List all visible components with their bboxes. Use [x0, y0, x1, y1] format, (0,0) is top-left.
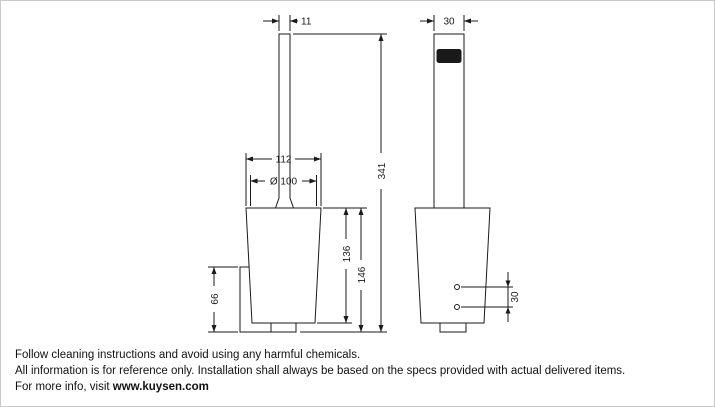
dim-cup-outer-height: 146: [357, 266, 368, 283]
footer-line-1: Follow cleaning instructions and avoid u…: [15, 349, 361, 361]
dim-cup-inner-height: 136: [342, 245, 353, 262]
footer-line-2: All information is for reference only. I…: [15, 365, 626, 377]
dim-bar-depth-group: 30: [420, 15, 478, 31]
dim-hole-spacing: 30: [510, 291, 521, 303]
dim-cup-width: 112: [276, 155, 292, 166]
dim-cup-outer-height-group: 146: [323, 207, 368, 332]
footer-notes: Follow cleaning instructions and avoid u…: [15, 347, 625, 395]
dim-overall-height-group: 341: [293, 33, 388, 333]
side-view: 30 30: [414, 15, 521, 333]
front-view: 11 112 Ø 100: [208, 15, 388, 333]
dim-handle-width-group: 11: [263, 15, 312, 31]
brush-handle: [274, 33, 295, 209]
dim-handle-width: 11: [301, 17, 312, 28]
dim-bar-depth: 30: [443, 17, 455, 28]
dim-cup-width-group: 112: [245, 153, 322, 206]
wall-bracket: [239, 266, 271, 333]
dim-bracket-height-group: 66: [208, 266, 238, 333]
dim-cup-diameter-group: Ø 100: [250, 175, 317, 206]
mounting-hole-bottom: [454, 304, 460, 310]
cup-front: [245, 207, 322, 324]
dim-hole-spacing-group: 30: [461, 272, 521, 322]
dim-overall-height: 341: [377, 162, 388, 179]
footer-line-3: For more info, visit www.kuysen.com: [15, 379, 625, 395]
cup-base-side: [439, 322, 467, 333]
technical-drawing: 11 112 Ø 100: [208, 15, 521, 333]
footer-website-link[interactable]: www.kuysen.com: [112, 381, 209, 393]
cup-side: [414, 207, 491, 324]
dim-bracket-height: 66: [210, 293, 221, 305]
footer-line-3-prefix: For more info, visit: [15, 381, 113, 393]
cup-base-front: [270, 322, 297, 333]
mounting-hole-top: [454, 284, 460, 290]
dim-cup-diameter: Ø 100: [270, 177, 298, 188]
holder-clip: [436, 49, 462, 63]
dim-cup-inner-height-group: 136: [317, 208, 353, 324]
